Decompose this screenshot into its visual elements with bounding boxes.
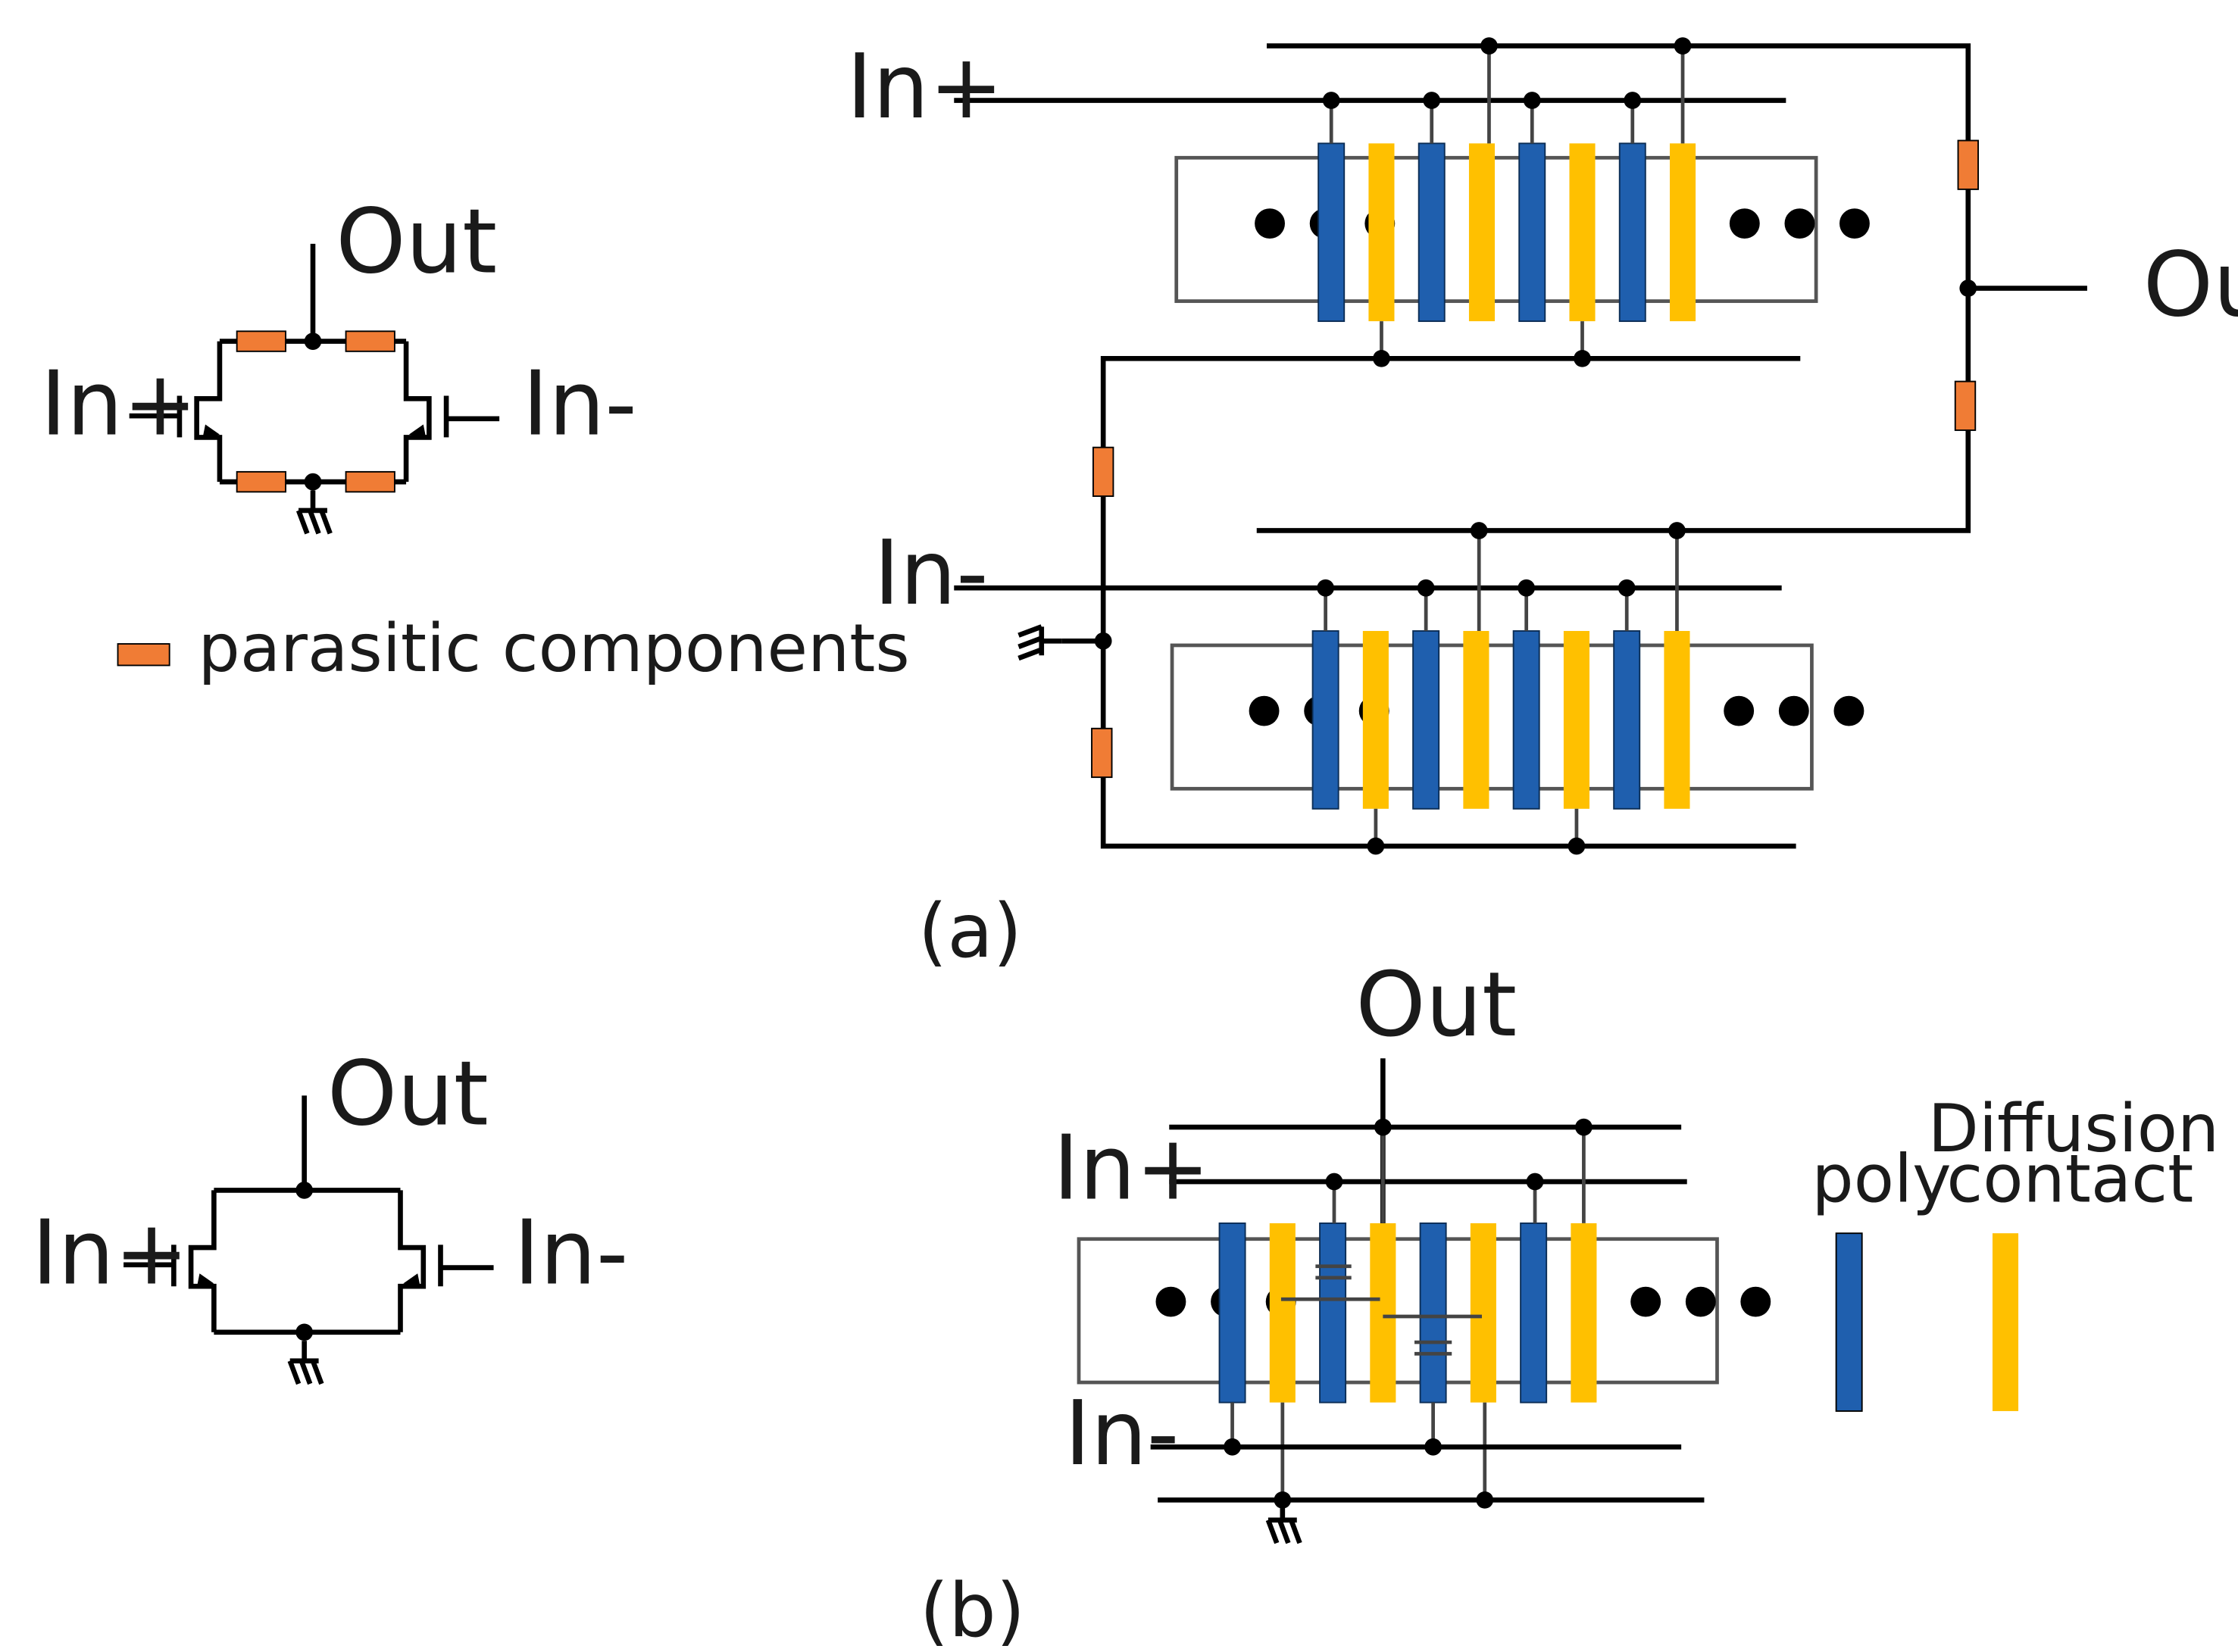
diffusion-contact-finger bbox=[1368, 143, 1395, 322]
poly-finger bbox=[1613, 630, 1641, 810]
ellipsis: ••• bbox=[1717, 176, 1882, 276]
junction-dot bbox=[1423, 92, 1441, 109]
junction-dot bbox=[1618, 579, 1636, 597]
poly-legend-swatch bbox=[1835, 1232, 1863, 1412]
junction-dot bbox=[1417, 579, 1435, 597]
in-minus-label: In- bbox=[514, 1201, 628, 1304]
ground-symbol bbox=[1268, 1500, 1300, 1543]
junction-dot bbox=[1668, 522, 1686, 539]
diffusion-contact-finger bbox=[1563, 631, 1589, 809]
ground-symbol bbox=[299, 490, 330, 533]
in-minus-label: In- bbox=[874, 521, 988, 625]
out-label: Out bbox=[2143, 233, 2238, 337]
nmos-transistor-symbol bbox=[129, 341, 223, 482]
parasitic-legend-swatch bbox=[117, 643, 170, 667]
diffusion-contact-finger bbox=[1269, 1223, 1296, 1403]
poly-finger bbox=[1311, 630, 1339, 810]
diffusion-region bbox=[1077, 1237, 1719, 1385]
ground-symbol bbox=[290, 1341, 322, 1384]
junction-dot bbox=[1317, 579, 1334, 597]
nmos-transistor-symbol bbox=[398, 1190, 494, 1332]
junction-dot bbox=[1624, 92, 1642, 109]
junction-dot bbox=[1674, 37, 1692, 55]
diffusion-contact-finger bbox=[1571, 1223, 1597, 1403]
parasitic-resistor bbox=[1092, 446, 1114, 498]
panel-b-caption: (b) bbox=[920, 1568, 1025, 1652]
diffusion-contact-finger bbox=[1468, 143, 1496, 322]
in-plus-label: In+ bbox=[1053, 1116, 1210, 1220]
in-plus-label: In+ bbox=[32, 1201, 189, 1304]
parasitic-resistor bbox=[345, 330, 395, 352]
diffusion-contact-finger bbox=[1463, 631, 1489, 809]
diffusion-contact-legend-swatch bbox=[1992, 1233, 2019, 1411]
in-minus-label: In- bbox=[1064, 1382, 1179, 1485]
junction-dot bbox=[1518, 579, 1536, 597]
nmos-transistor-symbol bbox=[403, 341, 500, 482]
junction-dot bbox=[1523, 92, 1541, 109]
layout-panel-a: Out In+ ••• ••• In- ••• ••• (a) bbox=[846, 35, 2238, 975]
ellipsis: ••• bbox=[1618, 1254, 1783, 1354]
nmos-transistor-symbol bbox=[123, 1190, 217, 1332]
parasitic-resistor bbox=[345, 470, 395, 493]
ground-symbol bbox=[1018, 626, 1061, 658]
nmos-transistor-symbol bbox=[1383, 1314, 1482, 1356]
diffusion-contact-finger bbox=[1362, 631, 1389, 809]
poly-finger bbox=[1419, 1222, 1447, 1404]
poly-finger bbox=[1512, 630, 1540, 810]
diffusion-contact-finger bbox=[1370, 1223, 1396, 1403]
diffusion-legend-label-2: contact bbox=[1946, 1141, 2193, 1218]
ellipsis: ••• bbox=[1711, 664, 1877, 764]
junction-dot bbox=[1325, 1173, 1343, 1191]
junction-dot bbox=[1322, 92, 1340, 109]
poly-finger bbox=[1618, 142, 1646, 323]
layout-panel-b: Out In+ ••• ••• In- (b) poly Diffusion c… bbox=[920, 953, 2219, 1652]
diffusion-region bbox=[1170, 643, 1814, 791]
parasitic-resistor bbox=[1954, 380, 1977, 431]
poly-finger bbox=[1319, 1222, 1347, 1404]
junction-dot bbox=[1367, 837, 1385, 855]
junction-dot bbox=[1575, 1118, 1593, 1136]
parasitic-resistor bbox=[236, 330, 286, 352]
in-plus-label: In+ bbox=[846, 35, 1003, 139]
out-label: Out bbox=[1355, 953, 1517, 1057]
poly-finger bbox=[1317, 142, 1346, 323]
out-label: Out bbox=[327, 1041, 489, 1145]
diffusion-legend-label-1: Diffusion bbox=[1928, 1090, 2219, 1167]
parasitic-resistor bbox=[1957, 139, 1979, 190]
poly-finger bbox=[1412, 630, 1440, 810]
diffusion-region bbox=[1174, 155, 1818, 303]
poly-finger bbox=[1518, 142, 1546, 323]
nmos-transistor-symbol bbox=[1280, 1264, 1380, 1301]
poly-finger bbox=[1418, 142, 1446, 323]
junction-dot bbox=[1526, 1173, 1544, 1191]
diffusion-contact-finger bbox=[1470, 1223, 1496, 1403]
in-minus-label: In- bbox=[522, 352, 636, 456]
diffusion-contact-finger bbox=[1569, 143, 1596, 322]
diffusion-contact-finger bbox=[1670, 143, 1696, 322]
junction-dot bbox=[1480, 37, 1498, 55]
out-label: Out bbox=[336, 190, 497, 294]
junction-dot bbox=[1568, 837, 1586, 855]
schematic-ideal: Out In+ In- bbox=[32, 1041, 628, 1384]
junction-dot bbox=[1470, 522, 1488, 539]
diffusion-contact-finger bbox=[1664, 631, 1690, 809]
panel-a-caption: (a) bbox=[918, 888, 1022, 975]
junction-dot bbox=[1374, 1118, 1392, 1136]
parasitic-resistor bbox=[236, 470, 286, 493]
parasitic-legend-label: parasitic components bbox=[198, 610, 910, 687]
poly-legend-label: poly bbox=[1811, 1141, 1951, 1218]
in-plus-label: In+ bbox=[40, 352, 197, 456]
poly-finger bbox=[1218, 1222, 1246, 1404]
poly-finger bbox=[1520, 1222, 1548, 1404]
parasitic-resistor bbox=[1091, 727, 1113, 779]
schematic-with-parasitics: Out In+ In- parasitic components bbox=[40, 190, 910, 687]
